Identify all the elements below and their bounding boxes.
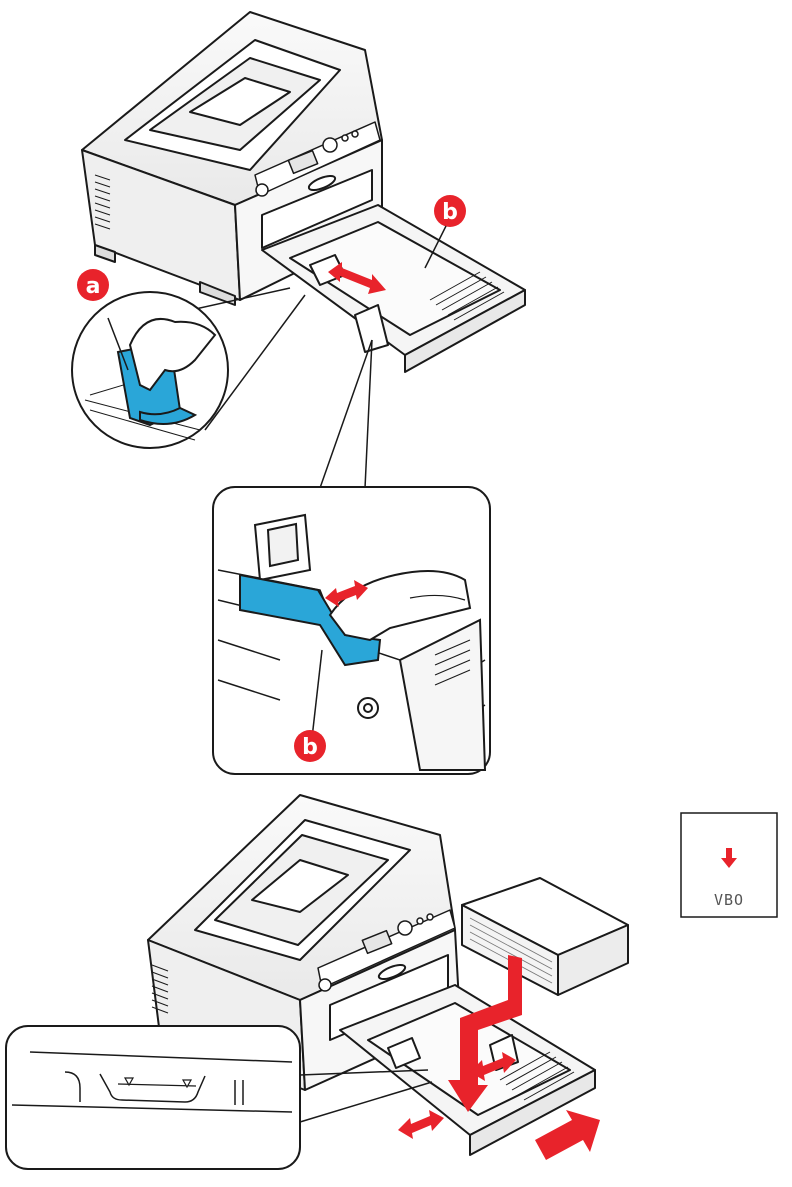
control-panel [254,121,381,197]
paper-stack [461,877,629,996]
control-panel [317,909,456,992]
svg-text:a: a [86,274,101,299]
inset-fill-mark [5,1025,433,1170]
callout-a: a [77,269,109,301]
paper-orientation-box: VBO [680,812,778,918]
side-guide-arrow [398,1052,516,1139]
side-vent [151,964,169,1014]
width-adjust-arrow-inset [325,580,368,607]
callout-b-inset: b [294,730,326,762]
width-guide-blue [239,573,382,667]
inset-circle-length-guide [71,287,306,449]
printer-top [81,11,383,306]
svg-text:b: b [302,735,318,760]
push-tray-arrow [535,1110,600,1160]
inset-box-width-guide [212,339,491,775]
side-vent [94,174,111,230]
callout-b-top: b [424,195,466,269]
paper-tray-top [261,204,526,373]
fill-line-marker [117,1077,197,1089]
paper-label-text: VBO [714,891,744,909]
width-adjust-arrow [328,262,386,294]
hand [128,317,217,392]
svg-text:b: b [442,200,458,225]
insert-paper-arrow [448,955,522,1112]
